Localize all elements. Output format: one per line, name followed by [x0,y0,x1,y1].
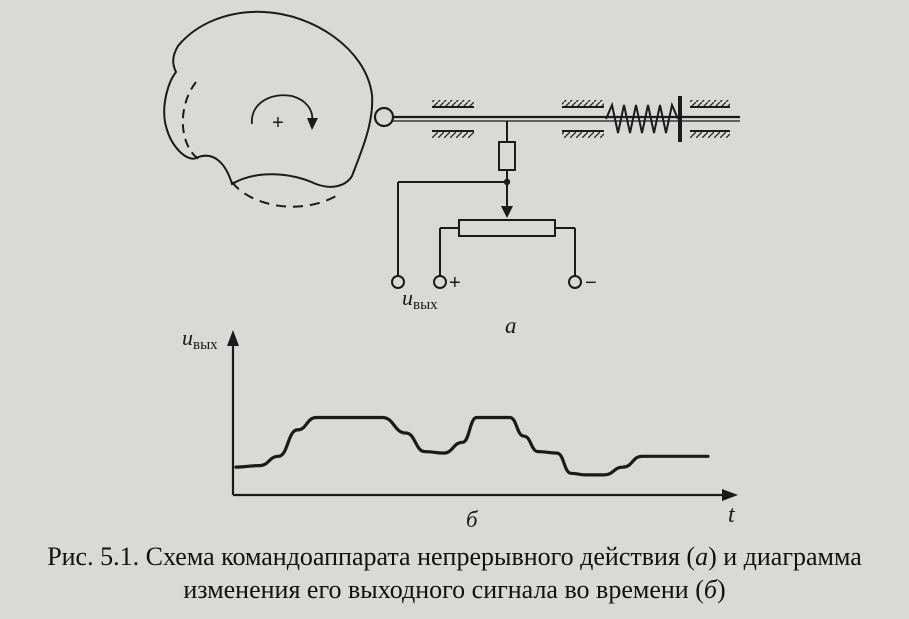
slider-arrowhead-icon [501,206,513,218]
slider-block [498,141,516,171]
potentiometer [458,219,556,237]
cam-center-mark: + [272,112,284,134]
y-axis-arrowhead-icon [227,330,239,346]
output-voltage-label: uвых [402,285,438,313]
terminal-minus [568,275,582,289]
rotation-arrowhead-icon [307,118,318,130]
figure: + [163,10,740,532]
spring [605,101,679,134]
terminal-plus [433,275,447,289]
rotation-arrow [251,94,314,125]
chart [227,330,738,501]
caption-line-2: изменения его выходного сигнала во време… [183,575,726,604]
x-axis-arrowhead-icon [722,489,738,501]
cam [163,10,374,208]
terminal-output [391,275,405,289]
scheme-sublabel: а [505,313,517,338]
cam-dashed-notch [182,81,201,161]
signal-line [234,415,710,477]
cam-contour [163,10,374,188]
plus-label: + [449,272,461,294]
y-axis-label: uвых [182,325,218,353]
caption-line-1: Рис. 5.1. Схема командоаппарата непрерыв… [47,542,862,571]
follower-roller [373,106,395,128]
figure-caption: Рис. 5.1. Схема командоаппарата непрерыв… [0,540,909,606]
x-axis-label: t [728,502,736,528]
cam-dashed-base [231,181,337,208]
minus-label: − [585,272,597,294]
chart-sublabel: б [466,507,479,532]
linkage [373,96,740,289]
